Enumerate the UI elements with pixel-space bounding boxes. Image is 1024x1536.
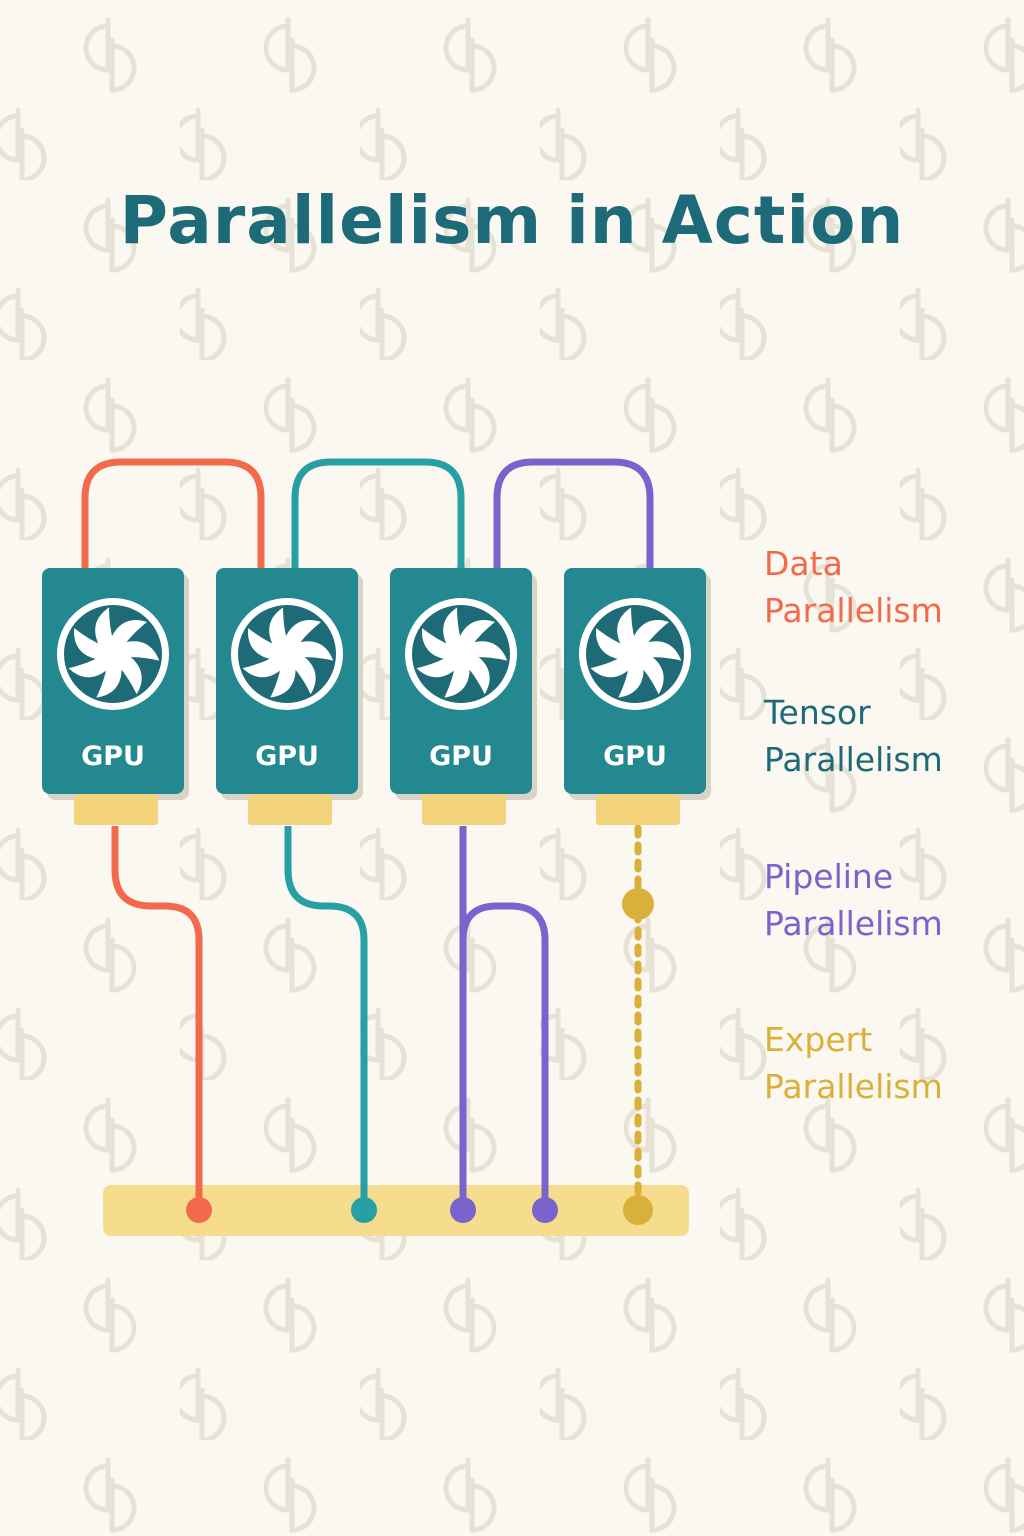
gpu-connector [248, 794, 332, 825]
gpu-connector [74, 794, 158, 825]
legend-label-line1: Data [764, 544, 843, 583]
expert-parallel-endpoint [623, 1195, 653, 1225]
legend-label-line2: Parallelism [764, 1067, 943, 1106]
gpu-card-3: GPU [390, 568, 537, 825]
gpu-label: GPU [429, 741, 493, 772]
legend-item-tensor-parallelism: Tensor Parallelism [764, 689, 1014, 783]
legend-label-line2: Parallelism [764, 904, 943, 943]
fan-icon [57, 598, 169, 710]
legend-item-expert-parallelism: Expert Parallelism [764, 1016, 1014, 1110]
legend-label-line2: Parallelism [764, 740, 943, 779]
legend-label-line1: Tensor [764, 693, 871, 732]
fan-icon [579, 598, 691, 710]
gpu-connector [422, 794, 506, 825]
pipeline-parallel-endpoint [450, 1197, 476, 1223]
data-parallel-endpoint [186, 1197, 212, 1223]
gpu-label: GPU [603, 741, 667, 772]
tensor-parallel-bus-wire [284, 826, 368, 1208]
page-title: Parallelism in Action [119, 182, 905, 259]
legend-label-line2: Parallelism [764, 591, 943, 630]
pipeline-parallel-endpoint-2 [532, 1197, 558, 1223]
fan-icon [231, 598, 343, 710]
gpu-label: GPU [81, 741, 145, 772]
expert-parallel-router-node [622, 888, 654, 920]
data-parallel-bus-wire [111, 826, 203, 1208]
fan-icon [405, 598, 517, 710]
pipeline-parallel-top-link [493, 458, 654, 568]
legend-label-line1: Expert [764, 1020, 873, 1059]
legend-item-pipeline-parallelism: Pipeline Parallelism [764, 853, 1014, 947]
gpu-label: GPU [255, 741, 319, 772]
gpu-card-4: GPU [564, 568, 711, 825]
tensor-parallel-top-link [291, 458, 465, 568]
data-parallel-top-link [81, 458, 265, 568]
gpu-connector [596, 794, 680, 825]
legend-item-data-parallelism: Data Parallelism [764, 540, 1014, 634]
gpu-card-2: GPU [216, 568, 363, 825]
pipeline-parallel-branch-wire [459, 902, 549, 1208]
tensor-parallel-endpoint [351, 1197, 377, 1223]
gpu-card-1: GPU [42, 568, 189, 825]
legend-label-line1: Pipeline [764, 857, 894, 896]
